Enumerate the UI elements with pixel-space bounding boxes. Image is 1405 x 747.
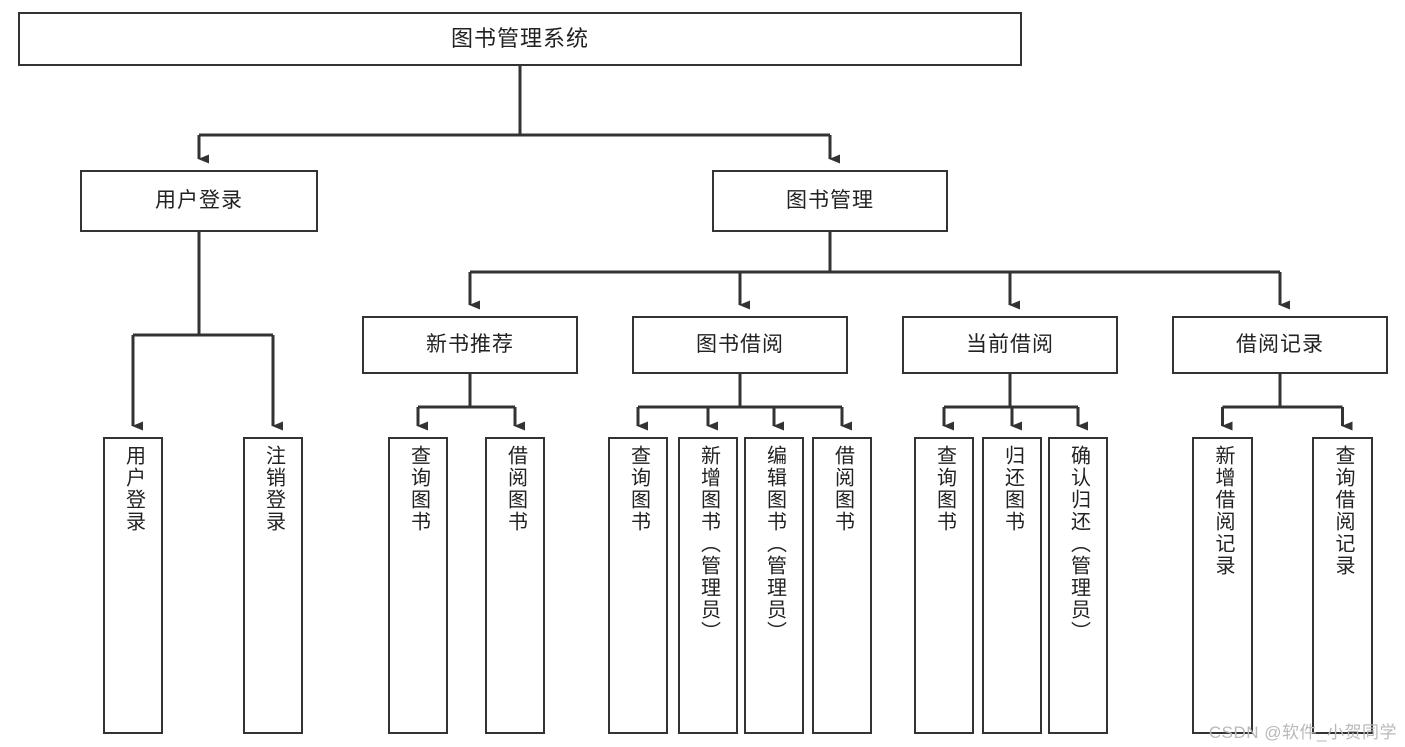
node-leaf-add-book-label: 新增图书（管理员） bbox=[697, 445, 720, 643]
node-leaf-borrow-book-label: 借阅图书 bbox=[831, 445, 854, 533]
node-leaf-confirm-return-label: 确认归还（管理员） bbox=[1067, 445, 1090, 643]
node-user-login[interactable]: 用户登录 bbox=[80, 170, 318, 232]
node-book-borrow-label: 图书借阅 bbox=[696, 333, 784, 357]
node-book-borrow[interactable]: 图书借阅 bbox=[632, 316, 848, 374]
node-leaf-query-book-current-label: 查询图书 bbox=[933, 445, 956, 533]
watermark-text: CSDN @软件_小贺同学 bbox=[1208, 723, 1397, 742]
node-leaf-query-book-borrow-label: 查询图书 bbox=[627, 445, 650, 533]
node-leaf-edit-book[interactable]: 编辑图书（管理员） bbox=[744, 437, 804, 734]
node-leaf-edit-book-label: 编辑图书（管理员） bbox=[763, 445, 786, 643]
node-root[interactable]: 图书管理系统 bbox=[18, 12, 1022, 66]
node-leaf-return-book[interactable]: 归还图书 bbox=[982, 437, 1042, 734]
node-leaf-confirm-return[interactable]: 确认归还（管理员） bbox=[1048, 437, 1108, 734]
node-leaf-query-book-current[interactable]: 查询图书 bbox=[914, 437, 974, 734]
node-leaf-user-login[interactable]: 用户登录 bbox=[103, 437, 163, 734]
node-leaf-add-borrow-record[interactable]: 新增借阅记录 bbox=[1192, 437, 1253, 734]
node-borrow-record-label: 借阅记录 bbox=[1236, 333, 1324, 357]
node-leaf-add-borrow-record-label: 新增借阅记录 bbox=[1212, 445, 1234, 577]
node-leaf-query-book-borrow[interactable]: 查询图书 bbox=[608, 437, 668, 734]
node-book-manage[interactable]: 图书管理 bbox=[712, 170, 948, 232]
node-leaf-logout-login[interactable]: 注销登录 bbox=[243, 437, 303, 734]
node-root-label: 图书管理系统 bbox=[450, 25, 589, 51]
node-leaf-query-book-rec-label: 查询图书 bbox=[407, 445, 430, 533]
node-user-login-label: 用户登录 bbox=[155, 189, 243, 213]
node-current-borrow-label: 当前借阅 bbox=[966, 333, 1054, 357]
node-leaf-add-book[interactable]: 新增图书（管理员） bbox=[678, 437, 738, 734]
node-current-borrow[interactable]: 当前借阅 bbox=[902, 316, 1118, 374]
node-leaf-query-book-rec[interactable]: 查询图书 bbox=[388, 437, 448, 734]
node-leaf-query-borrow-record-label: 查询借阅记录 bbox=[1332, 445, 1354, 577]
node-new-book-rec[interactable]: 新书推荐 bbox=[362, 316, 578, 374]
node-leaf-user-login-label: 用户登录 bbox=[122, 445, 145, 533]
node-leaf-logout-login-label: 注销登录 bbox=[262, 445, 285, 533]
node-leaf-query-borrow-record[interactable]: 查询借阅记录 bbox=[1312, 437, 1373, 734]
node-leaf-borrow-book-rec[interactable]: 借阅图书 bbox=[485, 437, 545, 734]
node-borrow-record[interactable]: 借阅记录 bbox=[1172, 316, 1388, 374]
node-leaf-borrow-book[interactable]: 借阅图书 bbox=[812, 437, 872, 734]
node-new-book-rec-label: 新书推荐 bbox=[426, 333, 514, 357]
node-leaf-borrow-book-rec-label: 借阅图书 bbox=[504, 445, 527, 533]
node-leaf-return-book-label: 归还图书 bbox=[1001, 445, 1024, 533]
node-book-manage-label: 图书管理 bbox=[786, 189, 874, 213]
